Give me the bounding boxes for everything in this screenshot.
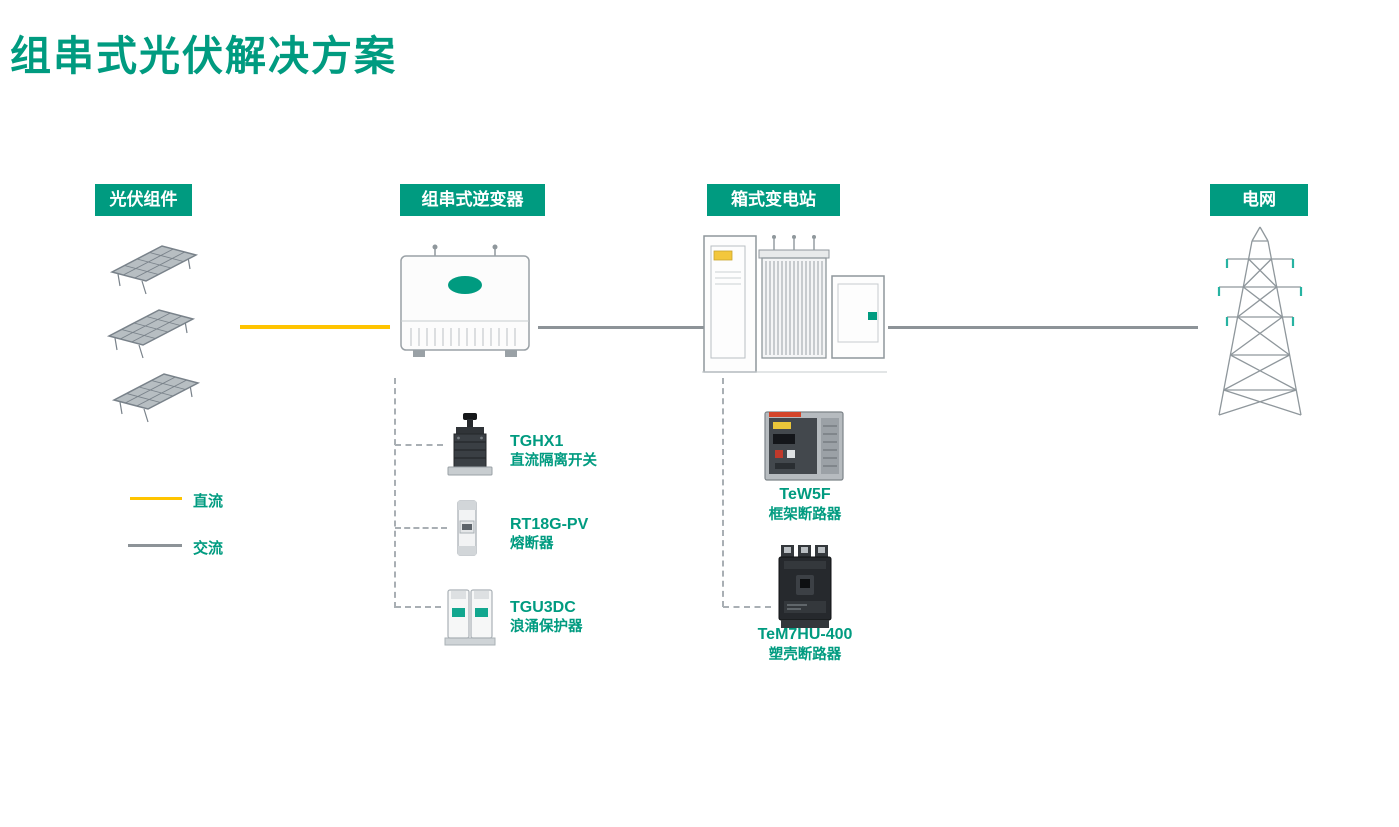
tem7hu-400-icon [778, 545, 832, 628]
tghx1-desc: 直流隔离开关 [510, 453, 597, 469]
tem7hu-400-desc: 塑壳断路器 [768, 647, 842, 663]
solar-panel-icon [106, 309, 196, 359]
branch-line-tghx1 [395, 444, 443, 446]
legend-ac-label: 交流 [193, 540, 224, 557]
branch-line-tgu3dc [395, 606, 441, 608]
tghx1-model: TGHX1 [510, 433, 564, 450]
inverter-branch-line [394, 378, 396, 608]
transmission-tower-icon [1217, 226, 1303, 416]
rt18g-pv-model: RT18G-PV [510, 516, 589, 533]
rt18g-pv-icon [457, 500, 477, 556]
tew5f-model: TeW5F [779, 486, 831, 503]
tew5f-desc: 框架断路器 [768, 507, 842, 523]
ac-line-inverter-substation [538, 326, 705, 329]
tew5f-icon [764, 411, 844, 481]
stage-badge-inverter: 组串式逆变器 [400, 184, 545, 216]
substation-branch-line [722, 378, 724, 607]
solar-panel-icon [111, 373, 201, 423]
page-title: 组串式光伏解决方案 [10, 33, 397, 79]
stage-badge-grid: 电网 [1210, 184, 1308, 216]
tem7hu-400-model: TeM7HU-400 [757, 626, 853, 643]
substation-icon [702, 235, 887, 373]
tgu3dc-icon [444, 589, 496, 646]
ac-line-substation-grid [888, 326, 1198, 329]
legend-dc-label: 直流 [193, 493, 224, 510]
legend-dc-line [130, 497, 182, 500]
dc-line [240, 325, 390, 329]
branch-line-tem7hu [723, 606, 771, 608]
rt18g-pv-desc: 熔断器 [510, 536, 554, 552]
legend-ac-line [128, 544, 182, 547]
branch-line-rt18g [395, 527, 447, 529]
stage-badge-substation: 箱式变电站 [707, 184, 840, 216]
stage-badge-pv: 光伏组件 [95, 184, 192, 216]
tgu3dc-desc: 浪涌保护器 [510, 619, 583, 635]
tghx1-icon [447, 413, 493, 476]
tgu3dc-model: TGU3DC [510, 599, 576, 616]
string-inverter-icon [400, 244, 530, 357]
solar-panel-icon [109, 245, 199, 295]
